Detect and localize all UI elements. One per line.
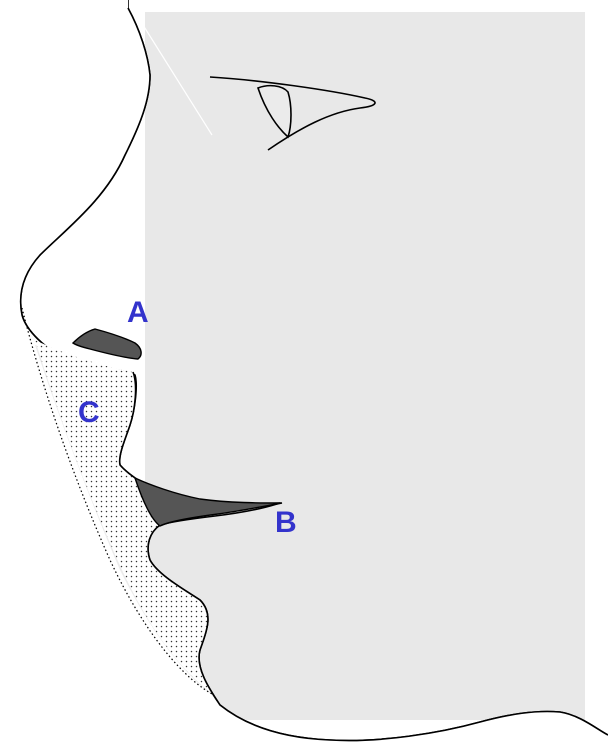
label-a: A (127, 298, 149, 328)
region-a-nostril (73, 329, 141, 359)
label-c: C (78, 398, 100, 428)
label-b: B (275, 508, 297, 538)
background-panel (145, 12, 585, 720)
